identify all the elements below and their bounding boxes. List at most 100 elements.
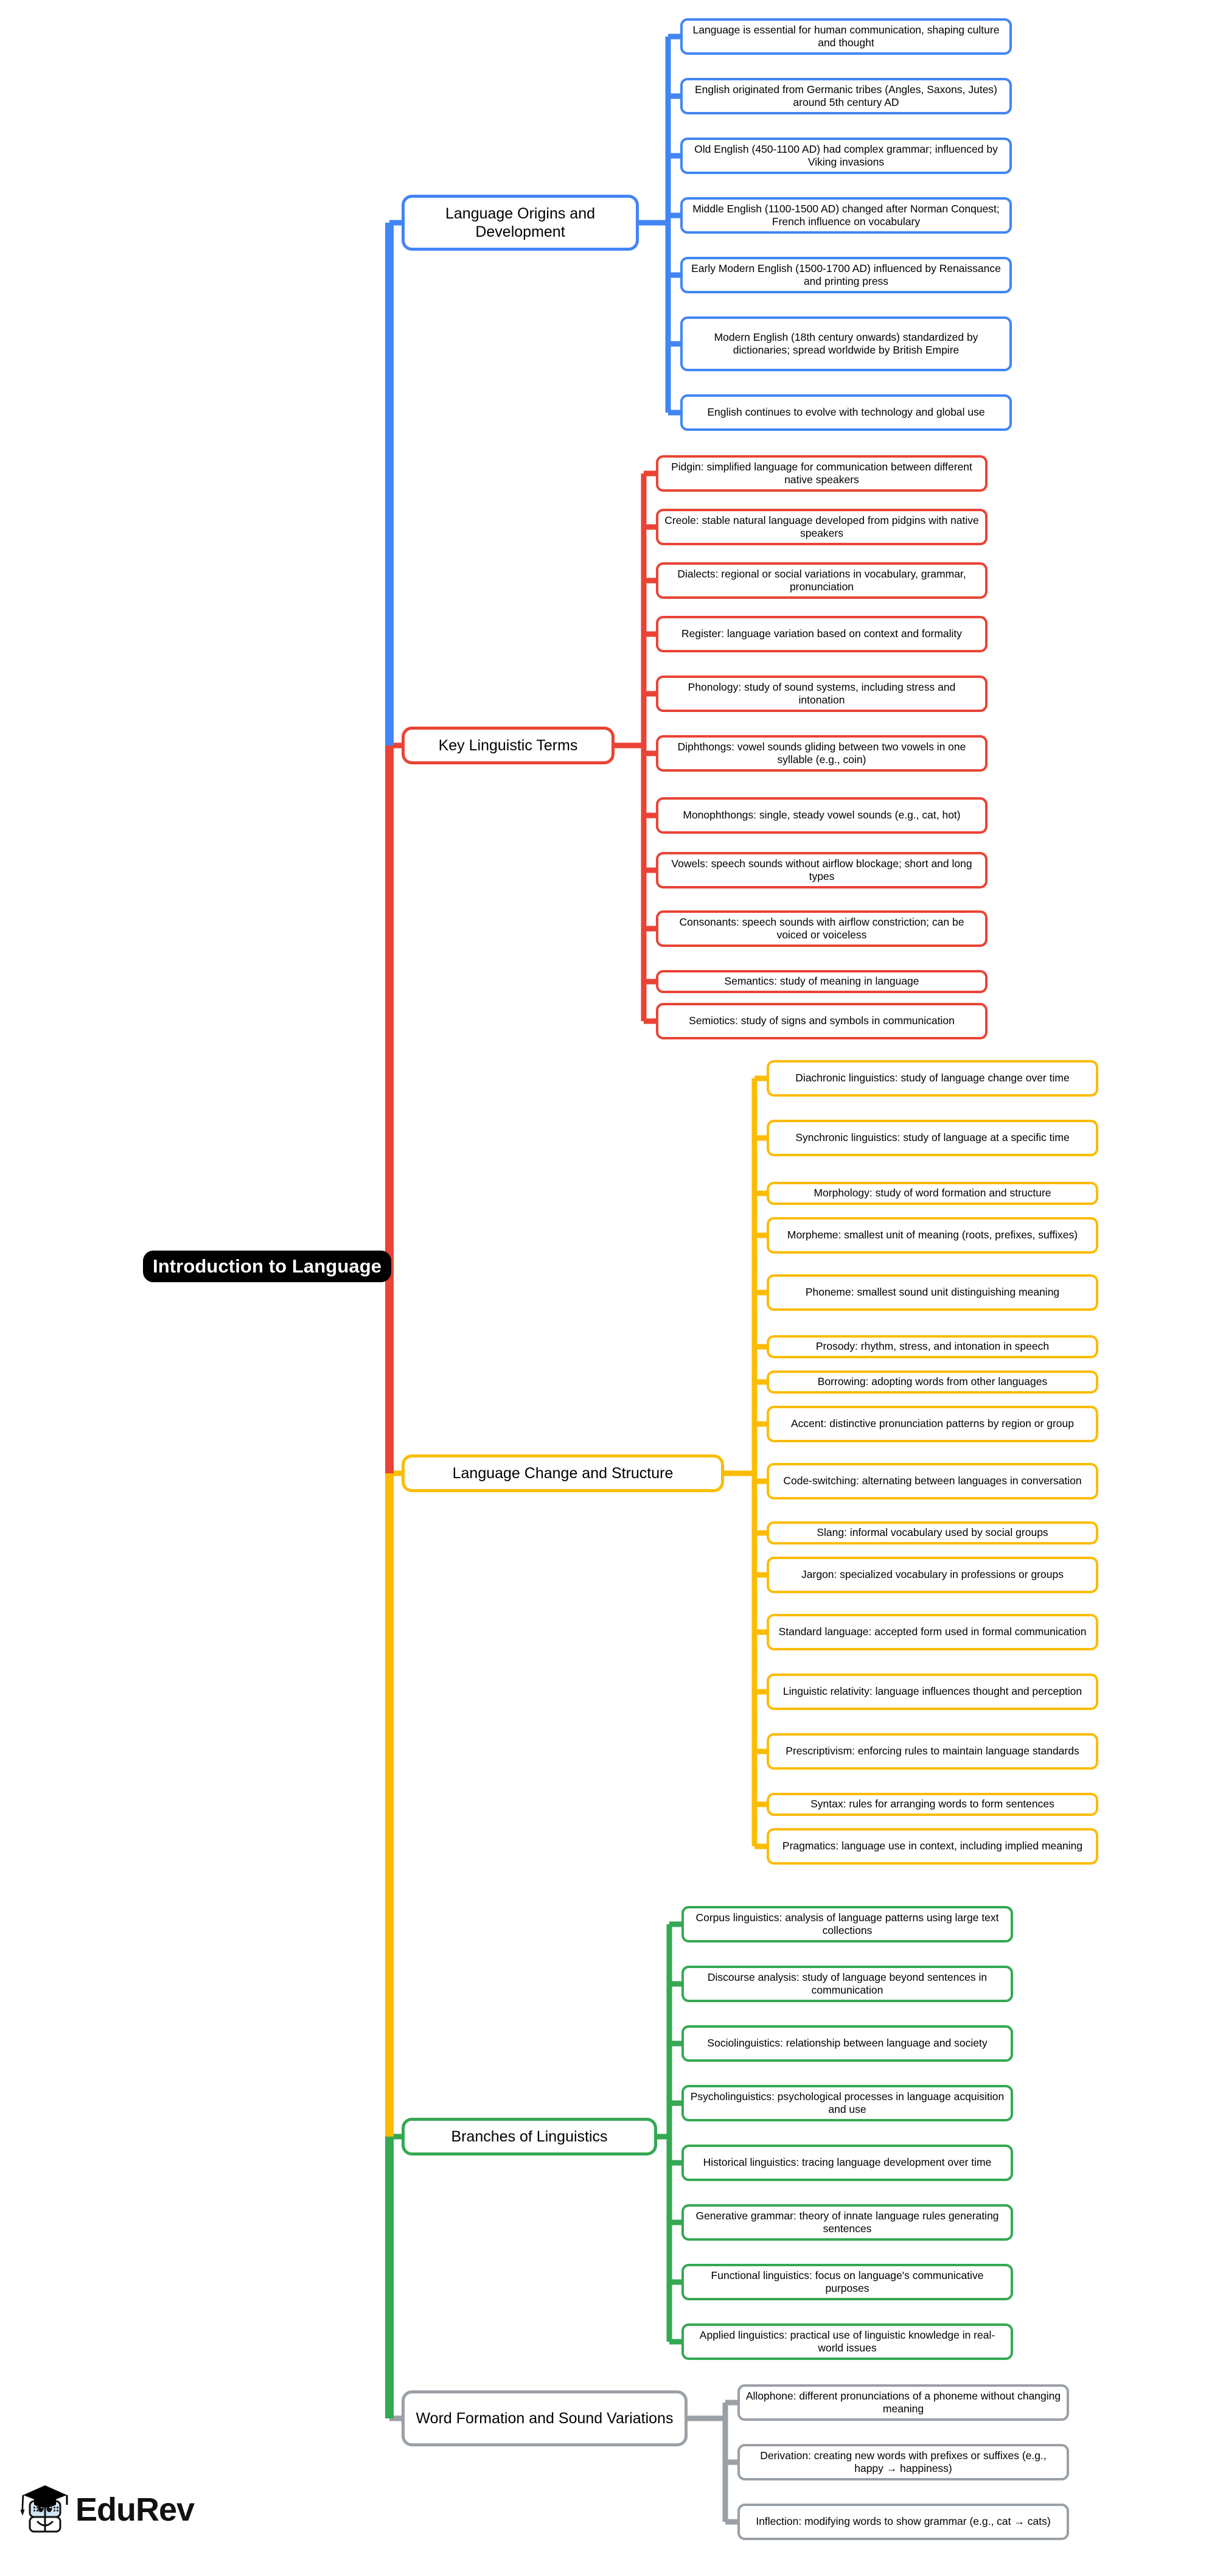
category-node-wordform[interactable]: Word Formation and Sound Variations [402,2390,688,2446]
leaf-node-label: Semantics: study of meaning in language [724,975,919,988]
leaf-node[interactable]: Early Modern English (1500-1700 AD) infl… [680,257,1012,293]
category-node-terms[interactable]: Key Linguistic Terms [402,727,615,764]
leaf-node-label: Phonology: study of sound systems, inclu… [688,680,956,706]
leaf-node-label: Syntax: rules for arranging words to for… [810,1798,1054,1810]
leaf-node[interactable]: Creole: stable natural language develope… [656,509,988,545]
leaf-node-label: Old English (450-1100 AD) had complex gr… [694,142,998,168]
leaf-node-label: Functional linguistics: focus on languag… [711,2269,984,2294]
leaf-node[interactable]: Diphthongs: vowel sounds gliding between… [656,735,988,772]
leaf-node[interactable]: Functional linguistics: focus on languag… [681,2264,1013,2300]
leaf-node-label: Dialects: regional or social variations … [677,567,966,593]
leaf-node-label: Synchronic linguistics: study of languag… [795,1131,1070,1144]
leaf-node-label: Register: language variation based on co… [681,627,963,640]
leaf-node-label: Consonants: speech sounds with airflow c… [679,915,964,941]
leaf-node[interactable]: Derivation: creating new words with pref… [737,2444,1069,2480]
leaf-node-label: Allophone: different pronunciations of a… [745,2389,1061,2415]
leaf-node[interactable]: Modern English (18th century onwards) st… [680,316,1012,371]
leaf-node[interactable]: Prosody: rhythm, stress, and intonation … [767,1335,1098,1358]
leaf-node[interactable]: Generative grammar: theory of innate lan… [681,2204,1013,2241]
leaf-node[interactable]: Allophone: different pronunciations of a… [737,2384,1069,2421]
leaf-node[interactable]: Diachronic linguistics: study of languag… [767,1060,1098,1097]
leaf-node-label: Vowels: speech sounds without airflow bl… [671,857,972,882]
leaf-node-label: Morpheme: smallest unit of meaning (root… [787,1229,1078,1241]
leaf-node[interactable]: Dialects: regional or social variations … [656,562,988,599]
leaf-node-label: Pragmatics: language use in context, inc… [782,1840,1083,1852]
leaf-node-label: Applied linguistics: practical use of li… [699,2328,995,2354]
graduation-cap-book-mascot-icon [18,2482,69,2538]
leaf-node-label: Psycholinguistics: psychological process… [690,2090,1005,2115]
leaf-node[interactable]: Semantics: study of meaning in language [656,970,988,993]
leaf-node-label: Discourse analysis: study of language be… [707,1970,988,1996]
leaf-node-label: Generative grammar: theory of innate lan… [695,2209,999,2235]
leaf-node[interactable]: Standard language: accepted form used in… [767,1614,1098,1650]
leaf-node[interactable]: Language is essential for human communic… [680,18,1012,55]
leaf-node[interactable]: Phoneme: smallest sound unit distinguish… [767,1274,1098,1311]
leaf-node-label: Sociolinguistics: relationship between l… [707,2037,988,2050]
category-node-origins[interactable]: Language Origins and Development [402,195,639,251]
leaf-node[interactable]: Phonology: study of sound systems, inclu… [656,675,988,712]
category-node-branches[interactable]: Branches of Linguistics [402,2118,657,2155]
leaf-node[interactable]: Linguistic relativity: language influenc… [767,1674,1098,1710]
leaf-node-label: Morphology: study of word formation and … [814,1187,1051,1199]
leaf-node[interactable]: Slang: informal vocabulary used by socia… [767,1521,1098,1545]
leaf-node-label: Corpus linguistics: analysis of language… [695,1911,999,1936]
leaf-node[interactable]: Psycholinguistics: psychological process… [681,2085,1013,2121]
leaf-node-label: Slang: informal vocabulary used by socia… [817,1526,1048,1539]
leaf-node-label: Code-switching: alternating between lang… [783,1475,1082,1487]
leaf-node[interactable]: Borrowing: adopting words from other lan… [767,1370,1098,1394]
leaf-node-label: Standard language: accepted form used in… [778,1625,1087,1638]
leaf-node[interactable]: Synchronic linguistics: study of languag… [767,1120,1098,1156]
leaf-node-label: Prosody: rhythm, stress, and intonation … [815,1340,1050,1353]
leaf-node-label: Monophthongs: single, steady vowel sound… [683,809,961,822]
leaf-node[interactable]: English originated from Germanic tribes … [680,78,1012,114]
leaf-node-label: English originated from Germanic tribes … [694,83,998,108]
edurev-wordmark: EduRev [75,2491,195,2528]
leaf-node[interactable]: Register: language variation based on co… [656,616,988,652]
leaf-node[interactable]: Monophthongs: single, steady vowel sound… [656,797,988,834]
category-node-label: Key Linguistic Terms [438,736,578,754]
leaf-node-label: Creole: stable natural language develope… [664,514,979,539]
leaf-node-label: Middle English (1100-1500 AD) changed af… [692,202,1000,228]
leaf-node-label: Derivation: creating new words with pref… [760,2449,1047,2474]
leaf-node[interactable]: Code-switching: alternating between lang… [767,1463,1098,1499]
root-node[interactable]: Introduction to Language [143,1251,392,1282]
leaf-node-label: Jargon: specialized vocabulary in profes… [801,1568,1064,1581]
edurev-logo: EduRev [18,2482,195,2538]
leaf-node-label: Historical linguistics: tracing language… [703,2156,992,2169]
leaf-node-label: Semiotics: study of signs and symbols in… [689,1014,955,1027]
category-node-label: Language Change and Structure [452,1464,674,1482]
leaf-node[interactable]: Inflection: modifying words to show gram… [737,2504,1069,2540]
leaf-node-label: Linguistic relativity: language influenc… [782,1685,1082,1698]
leaf-node[interactable]: Pidgin: simplified language for communic… [656,455,988,492]
leaf-node[interactable]: Prescriptivism: enforcing rules to maint… [767,1733,1098,1770]
leaf-node-label: Diphthongs: vowel sounds gliding between… [677,740,966,766]
leaf-node[interactable]: Corpus linguistics: analysis of language… [681,1906,1013,1942]
leaf-node[interactable]: English continues to evolve with technol… [680,394,1012,431]
leaf-node[interactable]: Middle English (1100-1500 AD) changed af… [680,197,1012,234]
leaf-node[interactable]: Vowels: speech sounds without airflow bl… [656,852,988,888]
leaf-node-label: Inflection: modifying words to show gram… [756,2515,1051,2528]
leaf-node-label: Diachronic linguistics: study of languag… [795,1072,1070,1084]
leaf-node[interactable]: Historical linguistics: tracing language… [681,2145,1013,2181]
leaf-node[interactable]: Accent: distinctive pronunciation patter… [767,1406,1098,1442]
leaf-node[interactable]: Morphology: study of word formation and … [767,1182,1098,1205]
leaf-node-label: Modern English (18th century onwards) st… [714,330,978,356]
leaf-node[interactable]: Sociolinguistics: relationship between l… [681,2025,1013,2062]
leaf-node-label: Language is essential for human communic… [692,23,1000,49]
leaf-node-label: Pidgin: simplified language for communic… [671,460,972,486]
leaf-node-label: Accent: distinctive pronunciation patter… [791,1417,1074,1430]
leaf-node[interactable]: Applied linguistics: practical use of li… [681,2323,1013,2360]
leaf-node[interactable]: Syntax: rules for arranging words to for… [767,1793,1098,1816]
category-node-change[interactable]: Language Change and Structure [402,1454,724,1492]
leaf-node[interactable]: Discourse analysis: study of language be… [681,1966,1013,2002]
leaf-node[interactable]: Morpheme: smallest unit of meaning (root… [767,1217,1098,1254]
leaf-node[interactable]: Pragmatics: language use in context, inc… [767,1828,1098,1865]
leaf-node[interactable]: Old English (450-1100 AD) had complex gr… [680,138,1012,174]
leaf-node[interactable]: Jargon: specialized vocabulary in profes… [767,1557,1098,1593]
leaf-node[interactable]: Consonants: speech sounds with airflow c… [656,910,988,947]
category-node-label: Branches of Linguistics [451,2127,608,2145]
leaf-node-label: English continues to evolve with technol… [707,406,985,419]
leaf-node[interactable]: Semiotics: study of signs and symbols in… [656,1003,988,1039]
category-node-label: Language Origins and Development [445,204,596,241]
